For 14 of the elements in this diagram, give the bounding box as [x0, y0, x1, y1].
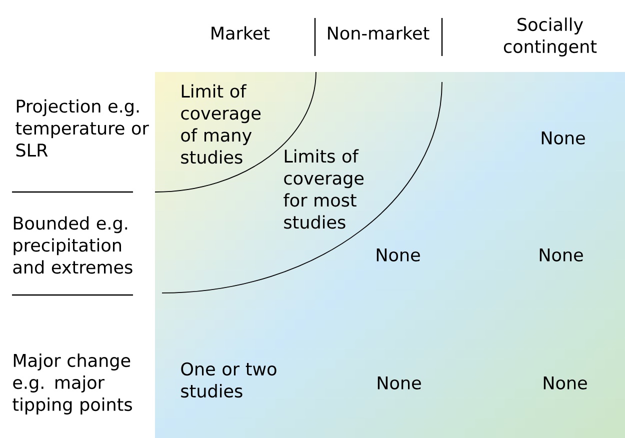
cell-text: None [376, 248, 420, 262]
region-label: Limits of coverage for most studies [284, 149, 364, 229]
cell-text: None [378, 376, 421, 390]
region-label: One or two studies [181, 362, 276, 398]
column-header: Non-market [328, 26, 430, 40]
cell-text: None [540, 248, 583, 262]
region-label: Limit of coverage of many studies [181, 84, 261, 164]
cell-text: None [544, 376, 587, 390]
row-label: Major change e.g. major tipping points [12, 354, 132, 414]
row-label: Bounded e.g. precipitation and extremes [13, 216, 132, 274]
column-header: Market [212, 26, 270, 40]
column-header: Socially contingent [504, 18, 597, 56]
cell-text: None [542, 131, 585, 144]
row-label: Projection e.g. temperature or SLR [16, 99, 149, 157]
